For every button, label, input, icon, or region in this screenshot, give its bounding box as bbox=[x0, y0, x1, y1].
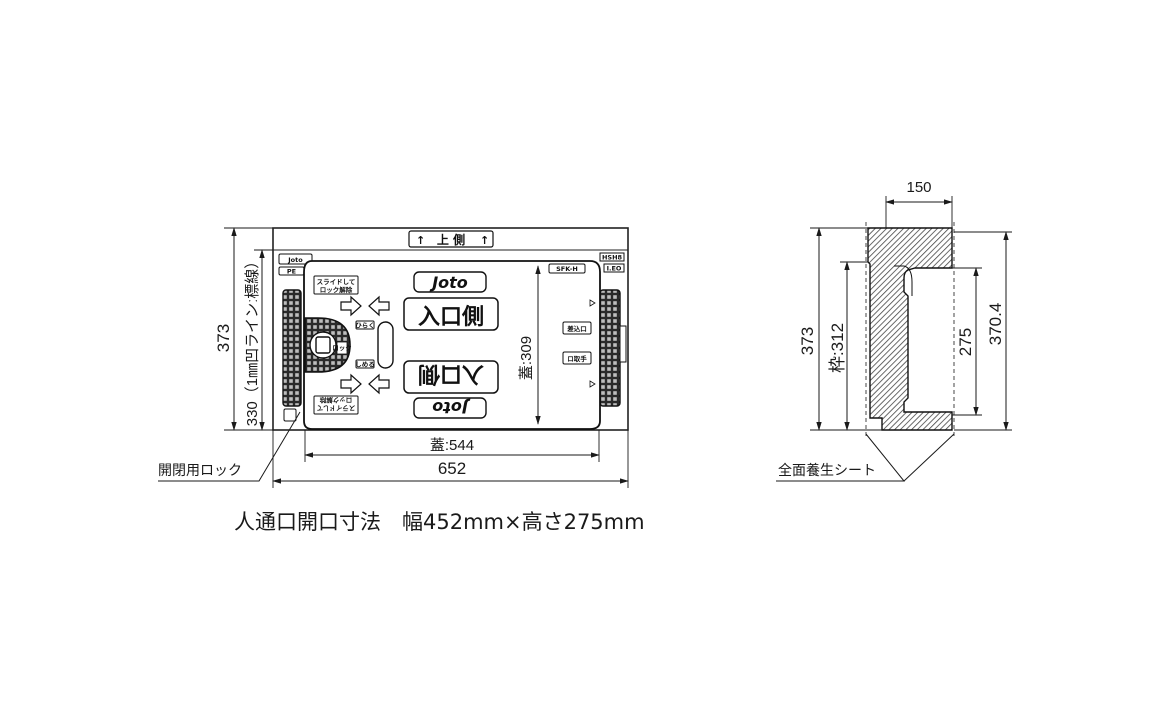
front-view: ↑ 上 側 ↑ Joto PE HSH8 I.EO スライドして ロック解除 bbox=[158, 227, 629, 488]
svg-text:ひらく: ひらく bbox=[355, 322, 375, 330]
arrow-right-bottom-icon bbox=[340, 373, 362, 395]
opening-height-label: 275 bbox=[956, 328, 975, 356]
side-view: 150 373 枠:312 275 370.4 全面養生シート bbox=[776, 179, 1012, 482]
arrow-left-top-icon bbox=[368, 295, 390, 317]
slide-note-top: スライドして ロック解除 bbox=[313, 275, 359, 295]
svg-text:ロック解除: ロック解除 bbox=[319, 396, 352, 405]
inner-height-label: 330（1㎜凹ラインː標線） bbox=[244, 254, 261, 427]
svg-text:しめる: しめる bbox=[355, 361, 375, 369]
right-grip-panel bbox=[599, 289, 621, 407]
svg-text:HSH8: HSH8 bbox=[602, 254, 623, 262]
sheet-callout-label: 全面養生シート bbox=[778, 462, 876, 479]
side-height-label: 373 bbox=[798, 327, 817, 355]
top-plate-label: 上 側 bbox=[437, 232, 465, 247]
model-tag: SFK-H bbox=[548, 263, 586, 274]
frame-height-label: 枠:312 bbox=[828, 323, 847, 373]
top-plate-arrow-right: ↑ bbox=[480, 234, 489, 247]
lock-tag-open: ひらく bbox=[355, 320, 375, 330]
top-width-label: 150 bbox=[906, 179, 931, 196]
slide-slot bbox=[377, 321, 394, 369]
right-latch bbox=[619, 325, 627, 363]
slide-note-bottom: スライドして ロック解除 bbox=[313, 395, 359, 415]
lock-callout-label: 開閉用ロック bbox=[158, 463, 242, 479]
side-marker-upper-icon bbox=[589, 299, 596, 307]
arrow-left-bottom-icon bbox=[368, 373, 390, 395]
lock-center-label: ロック bbox=[332, 343, 352, 352]
svg-text:Joto: Joto bbox=[429, 273, 468, 292]
left-grip-panel bbox=[282, 289, 302, 407]
top-plate: ↑ 上 側 ↑ bbox=[408, 230, 494, 248]
lid-height-label: 蓋:309 bbox=[518, 336, 535, 380]
svg-text:I.EO: I.EO bbox=[607, 265, 622, 273]
opening-size-caption: 人通口開口寸法 幅452mm×高さ275mm bbox=[234, 510, 645, 534]
top-plate-arrow-left: ↑ bbox=[416, 234, 425, 247]
svg-text:Joto: Joto bbox=[287, 256, 303, 264]
lock-tag-close: しめる bbox=[355, 359, 375, 369]
sheet-callout-leader-right bbox=[903, 433, 955, 482]
svg-text:入口側: 入口側 bbox=[418, 305, 484, 330]
side-tag-handle: ロ取手 bbox=[562, 351, 592, 365]
svg-text:ロ取手: ロ取手 bbox=[567, 354, 587, 363]
logo-top: Joto bbox=[413, 271, 487, 293]
side-profile-inner bbox=[894, 265, 913, 296]
side-marker-lower-icon bbox=[589, 380, 596, 388]
svg-text:SFK-H: SFK-H bbox=[556, 265, 578, 273]
svg-text:スライドして: スライドして bbox=[317, 278, 356, 286]
svg-text:PE: PE bbox=[287, 268, 296, 276]
svg-text:入口側: 入口側 bbox=[418, 361, 484, 386]
inner-height2-label: 370.4 bbox=[986, 303, 1005, 346]
side-profile-section bbox=[867, 227, 953, 431]
entrance-plate-bottom: 入口側 bbox=[403, 360, 499, 394]
overall-width-label: 652 bbox=[438, 459, 466, 478]
corner-badge-right: HSH8 I.EO bbox=[599, 252, 625, 273]
svg-text:差込口: 差込口 bbox=[567, 324, 587, 333]
entrance-plate-top: 入口側 bbox=[403, 297, 499, 331]
svg-text:Joto: Joto bbox=[432, 398, 471, 417]
lid-width-label: 蓋:544 bbox=[430, 437, 474, 454]
svg-text:ロック解除: ロック解除 bbox=[320, 285, 353, 294]
side-tag-insert: 差込口 bbox=[562, 321, 592, 335]
lock-mechanism: ロック bbox=[304, 317, 352, 373]
arrow-right-top-icon bbox=[340, 295, 362, 317]
overall-height-label: 373 bbox=[214, 324, 233, 352]
lock-callout-leader bbox=[158, 411, 301, 482]
svg-text:スライドして: スライドして bbox=[317, 404, 356, 412]
logo-bottom: Joto bbox=[413, 397, 487, 419]
left-small-tag bbox=[283, 408, 297, 422]
